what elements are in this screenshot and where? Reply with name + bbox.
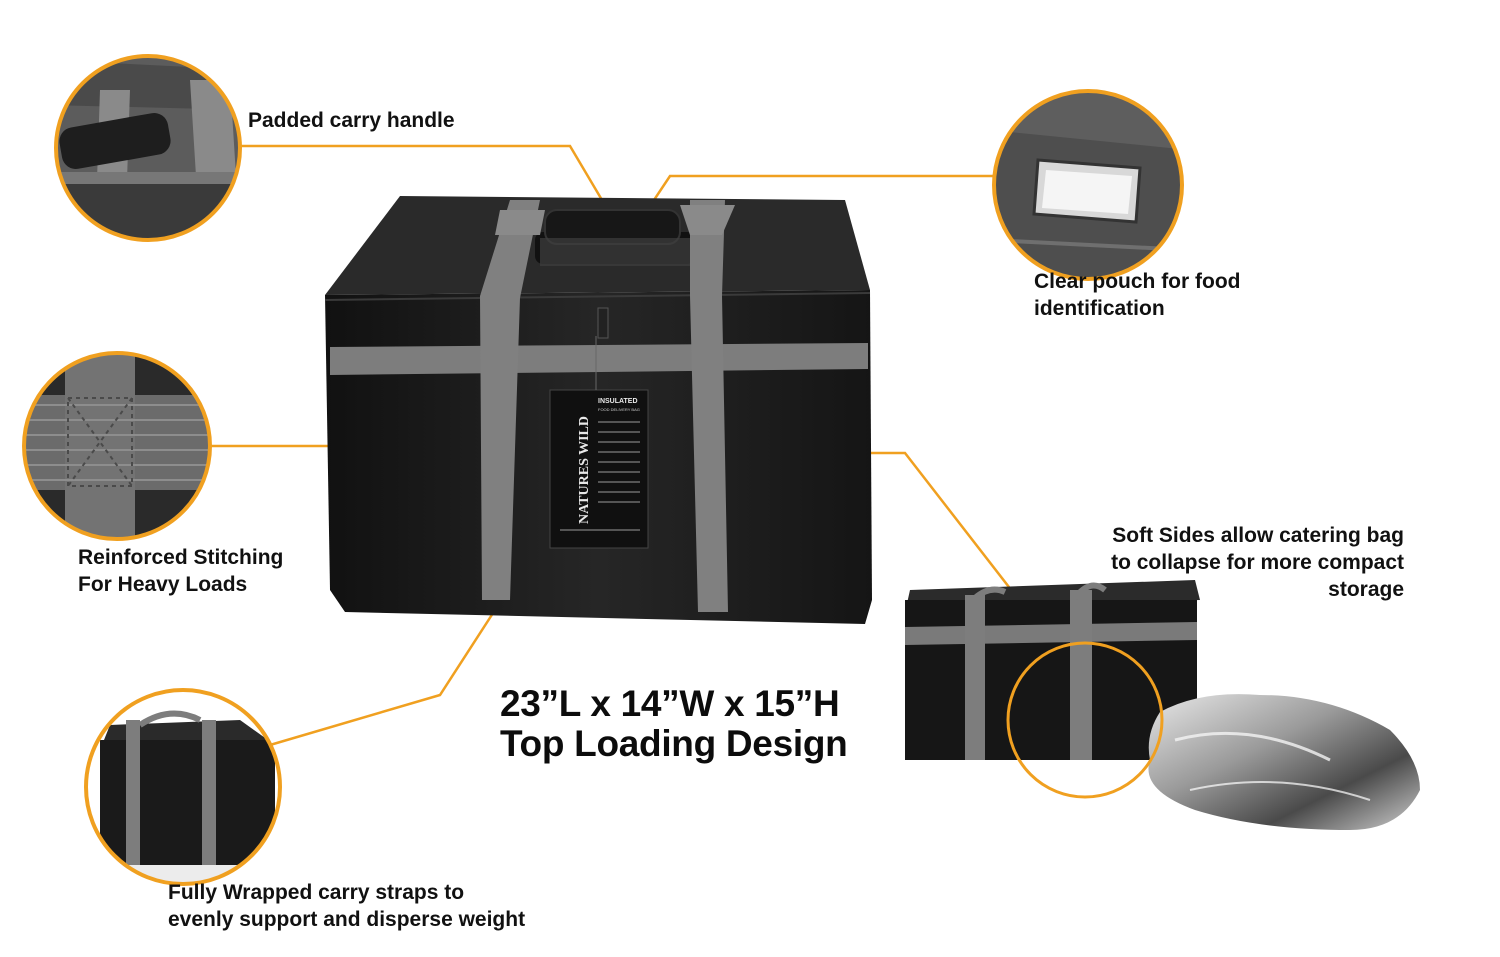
callout-pouch: Clear pouch for food identification xyxy=(1034,268,1241,322)
callout-handle: Padded carry handle xyxy=(248,107,455,134)
leader-straps xyxy=(269,609,497,747)
tag-brand: NATURES WILD xyxy=(577,416,592,524)
zoom-straps xyxy=(84,688,282,886)
callout-straps: Fully Wrapped carry straps to evenly sup… xyxy=(168,879,525,933)
callout-soft-sides: Soft Sides allow catering bag to collaps… xyxy=(1090,522,1404,603)
callout-stitching-line-1: Reinforced Stitching xyxy=(78,546,284,569)
main-bag: NATURES WILD INSULATED FOOD DELIVERY BAG xyxy=(324,196,872,624)
callout-soft-sides-line-1: Soft Sides allow catering bag xyxy=(1112,524,1404,547)
headline-design: Top Loading Design xyxy=(500,723,848,764)
callout-straps-line-2: evenly support and disperse weight xyxy=(168,908,526,931)
leader-handle xyxy=(240,144,617,223)
tag-subtitle: FOOD DELIVERY BAG xyxy=(598,407,640,412)
product-hang-tag: NATURES WILD INSULATED FOOD DELIVERY BAG xyxy=(549,389,649,549)
callout-pouch-line-1: Clear pouch for food xyxy=(1034,270,1241,293)
tag-title: INSULATED xyxy=(598,398,638,405)
zoom-stitching xyxy=(22,351,212,541)
callout-straps-line-1: Fully Wrapped carry straps to xyxy=(168,881,465,904)
callout-soft-sides-line-2: to collapse for more compact xyxy=(1111,551,1404,574)
zoom-handle xyxy=(54,54,242,242)
callout-stitching: Reinforced Stitching For Heavy Loads xyxy=(78,544,283,598)
headline-dimensions: 23”L x 14”W x 15”H xyxy=(500,683,840,724)
callout-pouch-line-2: identification xyxy=(1034,297,1165,320)
callout-handle-text: Padded carry handle xyxy=(248,109,455,132)
callout-soft-sides-line-3: storage xyxy=(1328,578,1404,601)
small-collapsed-bag xyxy=(905,580,1420,830)
callout-stitching-line-2: For Heavy Loads xyxy=(78,573,248,596)
plastic-wrapped-bag xyxy=(1148,694,1420,830)
zoom-pouch xyxy=(992,89,1184,281)
headline: 23”L x 14”W x 15”H Top Loading Design xyxy=(500,683,848,764)
